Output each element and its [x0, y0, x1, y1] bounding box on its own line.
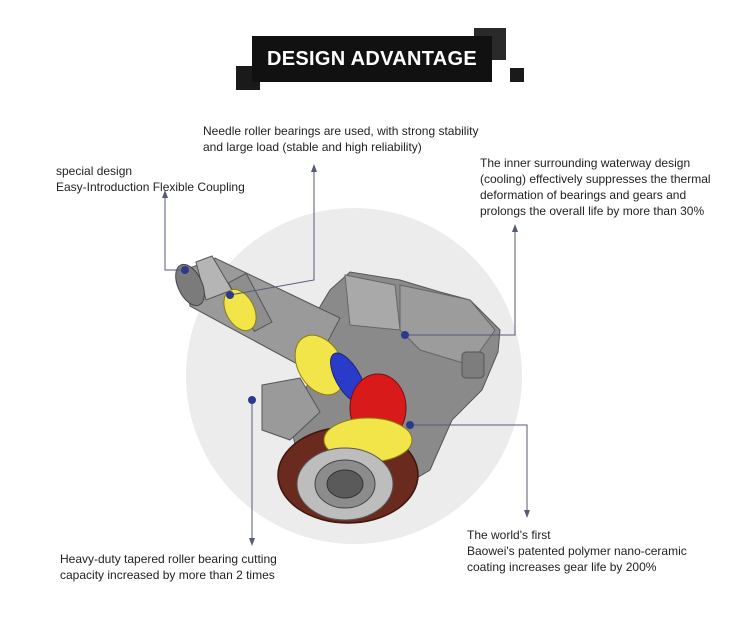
leader-coating	[410, 424, 528, 512]
callout-line: The inner surrounding waterway design	[480, 156, 691, 170]
page-title: DESIGN ADVANTAGE	[252, 36, 492, 82]
dot-coating	[406, 421, 414, 429]
arrow-waterway	[512, 224, 518, 232]
dot-waterway	[401, 331, 409, 339]
callout-coupling: special design Easy-Introduction Flexibl…	[56, 163, 245, 195]
callout-line: capacity increased by more than 2 times	[60, 568, 275, 582]
callout-line: prolongs the overall life by more than 3…	[480, 204, 705, 218]
callout-line: Needle roller bearings are used, with st…	[203, 124, 479, 138]
shaft-tip	[175, 263, 205, 307]
callout-dots	[181, 266, 414, 429]
callout-line: special design	[56, 164, 133, 178]
arrow-coating	[524, 510, 530, 518]
callout-needle: Needle roller bearings are used, with st…	[203, 123, 478, 155]
callout-line: The world's first	[467, 528, 551, 542]
arrow-coupling	[162, 190, 168, 198]
callout-coating: The world's first Baowei's patented poly…	[467, 527, 687, 575]
leader-needle	[229, 170, 315, 296]
callout-line: Heavy-duty tapered roller bearing cuttin…	[60, 552, 277, 566]
callout-line: deformation of bearings and gears and	[480, 188, 687, 202]
callout-waterway: The inner surrounding waterway design (c…	[480, 155, 711, 219]
side-port	[461, 351, 485, 379]
title-deco-square	[510, 68, 524, 82]
callout-line: (cooling) effectively suppresses the the…	[480, 172, 711, 186]
leader-arrows	[162, 164, 530, 546]
callout-line: coating increases gear life by 200%	[467, 560, 657, 574]
callout-line: Easy-Introduction Flexible Coupling	[56, 180, 245, 194]
arrow-needle	[311, 164, 317, 172]
dot-needle	[226, 291, 234, 299]
lower-bracket	[261, 377, 321, 441]
callout-line: Baowei's patented polymer nano-ceramic	[467, 544, 687, 558]
leader-coupling	[164, 196, 185, 271]
callout-tapered: Heavy-duty tapered roller bearing cuttin…	[60, 551, 277, 583]
leader-lines	[164, 170, 528, 540]
dot-tapered	[248, 396, 256, 404]
flexible-coupling-part	[223, 288, 257, 332]
face-bore	[326, 469, 364, 499]
callout-line: and large load (stable and high reliabil…	[203, 140, 422, 154]
leader-waterway	[405, 230, 516, 336]
dot-coupling	[181, 266, 189, 274]
arrow-tapered	[249, 538, 255, 546]
